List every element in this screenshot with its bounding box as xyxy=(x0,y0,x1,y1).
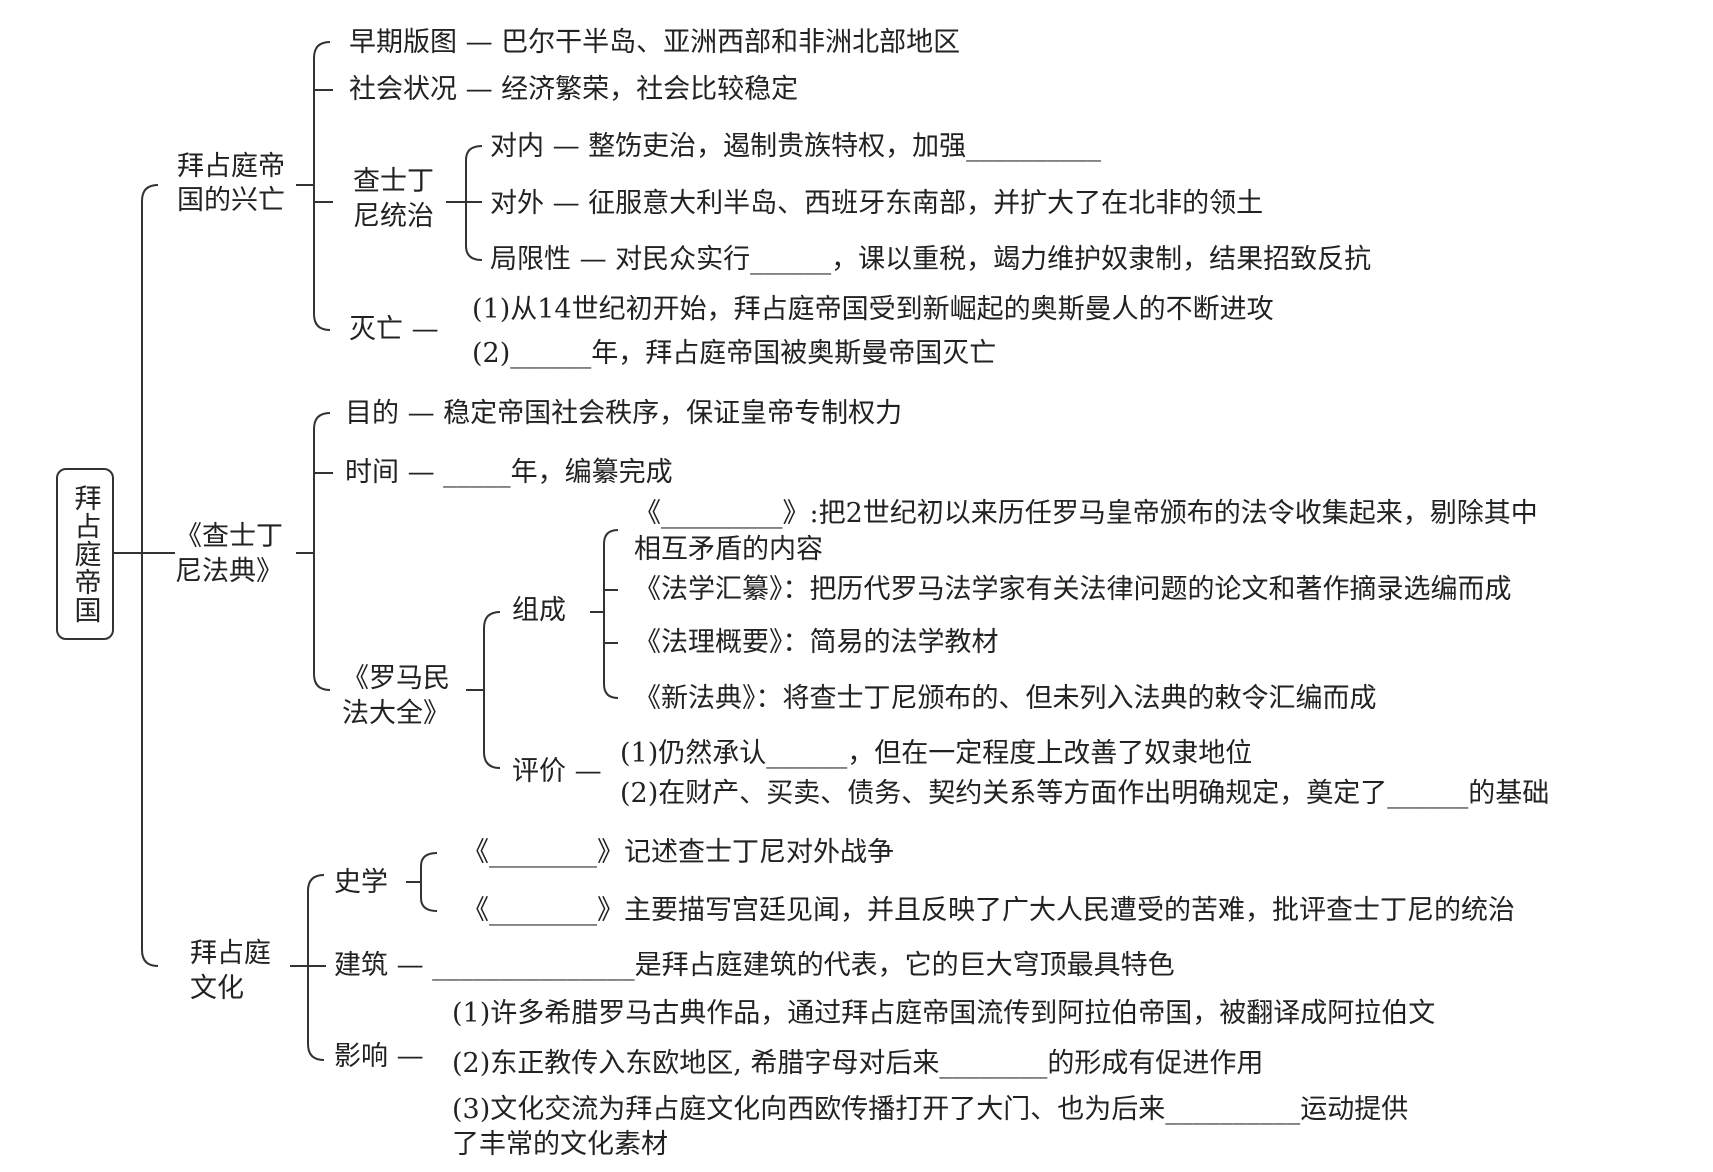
composition-codex-line-2: 相互矛盾的内容 xyxy=(634,534,823,565)
roman-corpus-label-line-1: 《罗马民 xyxy=(342,663,450,694)
composition-label: 组成 xyxy=(512,595,566,626)
architecture: 建筑 — _______________是拜占庭建筑的代表，它的巨大穹顶最具特色 xyxy=(334,950,1175,981)
corpus-bracket xyxy=(483,611,501,769)
limitations: 局限性 — 对民众实行______，课以重税，竭力维护奴隶制，结果招致反抗 xyxy=(490,244,1372,275)
main-trunk xyxy=(141,184,159,967)
branch-1-bracket xyxy=(313,41,331,331)
composition-bracket xyxy=(603,529,619,699)
branch-3-label-line-2: 文化 xyxy=(190,973,244,1004)
justinian-rule-label-line-2: 尼统治 xyxy=(353,201,434,232)
composition-digest: 《法学汇纂》：把历代罗马法学家有关法律问题的论文和著作摘录选编而成 xyxy=(634,574,1512,605)
root-node: 拜占庭帝国 xyxy=(56,468,114,640)
branch-3-bracket xyxy=(307,874,325,1061)
branch-2-label-line-1: 《查士丁 xyxy=(175,521,283,552)
influence-item-3-line-1: (3)文化交流为拜占庭文化向西欧传播打开了大门、也为后来__________运动… xyxy=(452,1094,1409,1125)
branch-1-label-line-1: 拜占庭帝 xyxy=(177,151,285,182)
evaluation-item-2: (2)在财产、买卖、债务、契约关系等方面作出明确规定，奠定了______的基础 xyxy=(620,778,1550,809)
branch-3-label-line-1: 拜占庭 xyxy=(190,938,271,969)
history-item-2: 《________》主要描写宫廷见闻，并且反映了广大人民遭受的苦难，批评查士丁尼… xyxy=(462,895,1515,926)
branch-1-label-line-2: 国的兴亡 xyxy=(177,185,285,216)
influence-item-3-line-2: 了丰常的文化素材 xyxy=(452,1129,668,1160)
influence-item-2: (2)东正教传入东欧地区, 希腊字母对后来________的形成有促进作用 xyxy=(452,1048,1264,1079)
foreign-policy: 对外 — 征服意大利半岛、西班牙东南部，并扩大了在北非的领土 xyxy=(490,188,1264,219)
compilation-time: 时间 — _____年，编纂完成 xyxy=(345,457,673,488)
fall-label: 灭亡 — xyxy=(349,314,439,345)
history-label: 史学 xyxy=(334,867,388,898)
domestic-policy: 对内 — 整饬吏治，遏制贵族特权，加强__________ xyxy=(490,131,1102,162)
branch-2-label-line-2: 尼法典》 xyxy=(175,556,283,587)
composition-codex-line-1: 《_________》:把2世纪初以来历任罗马皇帝颁布的法令收集起来，剔除其中 xyxy=(634,498,1538,529)
branch-2-bracket xyxy=(313,412,331,691)
early-territory: 早期版图 — 巴尔干半岛、亚洲西部和非洲北部地区 xyxy=(349,27,961,58)
influence-label: 影响 — xyxy=(334,1041,424,1072)
history-item-1: 《________》记述查士丁尼对外战争 xyxy=(462,837,894,868)
fall-item-2: (2)______年，拜占庭帝国被奥斯曼帝国灭亡 xyxy=(472,338,997,369)
evaluation-label: 评价 — xyxy=(512,756,602,787)
justinian-rule-label-line-1: 查士丁 xyxy=(353,166,434,197)
composition-institutes: 《法理概要》：简易的法学教材 xyxy=(634,627,999,658)
roman-corpus-label-line-2: 法大全》 xyxy=(342,698,450,729)
composition-novels: 《新法典》：将查士丁尼颁布的、但未列入法典的敕令汇编而成 xyxy=(634,683,1377,714)
history-bracket xyxy=(420,852,438,912)
fall-item-1: (1)从14世纪初开始，拜占庭帝国受到新崛起的奥斯曼人的不断进攻 xyxy=(472,294,1274,325)
social-status: 社会状况 — 经济繁荣，社会比较稳定 xyxy=(349,74,799,105)
purpose: 目的 — 稳定帝国社会秩序，保证皇帝专制权力 xyxy=(345,398,903,429)
evaluation-item-1: (1)仍然承认______，但在一定程度上改善了奴隶地位 xyxy=(620,738,1253,769)
influence-item-1: (1)许多希腊罗马古典作品，通过拜占庭帝国流传到阿拉伯帝国，被翻译成阿拉伯文 xyxy=(452,998,1436,1029)
